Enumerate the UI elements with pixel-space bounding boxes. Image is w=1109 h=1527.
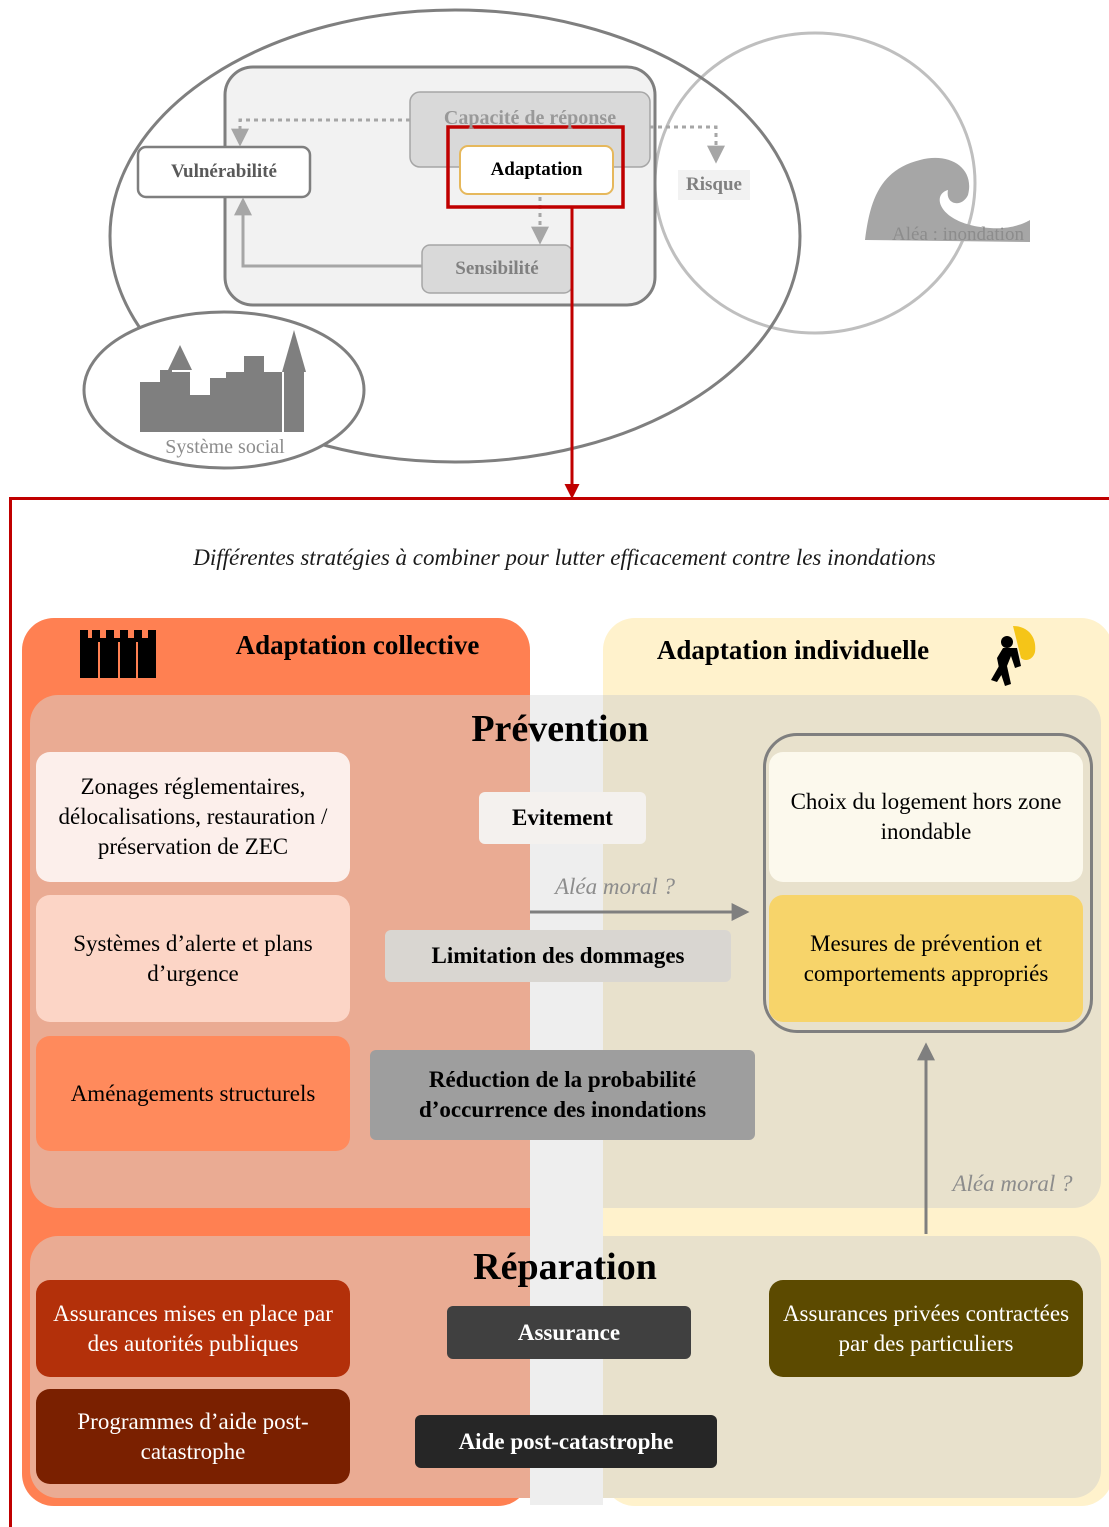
structural-works-box: Aménagements structurels	[36, 1036, 350, 1151]
aid-programs-box: Programmes d’aide post-catastrophe	[36, 1389, 350, 1484]
system-ellipse	[108, 8, 802, 464]
zoning-box: Zonages réglementaires, délocalisations,…	[36, 752, 350, 882]
vulnerability-box	[136, 145, 312, 199]
avoidance-tag: Evitement	[479, 792, 646, 844]
city-skyline-icon	[140, 330, 306, 432]
post-disaster-aid-tag: Aide post-catastrophe	[415, 1415, 717, 1468]
individual-header: Adaptation individuelle	[656, 635, 930, 666]
flood-probability-reduction-tag: Réduction de la probabilité d’occurrence…	[370, 1050, 755, 1140]
capacity-label: Capacité de réponse	[443, 107, 617, 129]
individual-prevention-group	[763, 733, 1093, 1033]
private-insurance-box: Assurances privées contractées par des p…	[769, 1280, 1083, 1377]
risk-label: Risque	[686, 173, 742, 195]
prevention-title: Prévention	[471, 708, 649, 751]
public-insurance-box: Assurances mises en place par des autori…	[36, 1280, 350, 1377]
adaptation-label: Adaptation	[490, 158, 583, 180]
warning-systems-box: Systèmes d’alerte et plans d’urgence	[36, 895, 350, 1022]
insurance-tag: Assurance	[447, 1306, 691, 1359]
strategies-subtitle: Différentes stratégies à combiner pour l…	[193, 545, 936, 571]
vulnerability-label: Vulnérabilité	[171, 160, 277, 182]
person-shield-icon	[985, 622, 1037, 692]
social-system-label: Système social	[165, 436, 285, 458]
vulnerability-diagram	[82, 8, 1030, 499]
adaptation-highlight	[446, 125, 625, 209]
reparation-title: Réparation	[473, 1246, 657, 1289]
prevention-measures-box: Mesures de prévention et comportements a…	[769, 895, 1083, 1022]
wave-icon	[865, 157, 1030, 242]
damage-limitation-tag: Limitation des dommages	[385, 930, 731, 982]
sensitivity-label: Sensibilité	[455, 257, 539, 279]
housing-choice-box: Choix du logement hors zone inondable	[769, 752, 1083, 882]
moral-hazard-label-2: Aléa moral ?	[952, 1171, 1073, 1197]
strategies-frame	[9, 497, 1109, 1527]
collective-header: Adaptation collective	[235, 630, 480, 661]
moral-hazard-label-1: Aléa moral ?	[554, 874, 676, 900]
hazard-label: Aléa : inondation	[892, 223, 1024, 245]
castle-icon	[78, 628, 160, 678]
